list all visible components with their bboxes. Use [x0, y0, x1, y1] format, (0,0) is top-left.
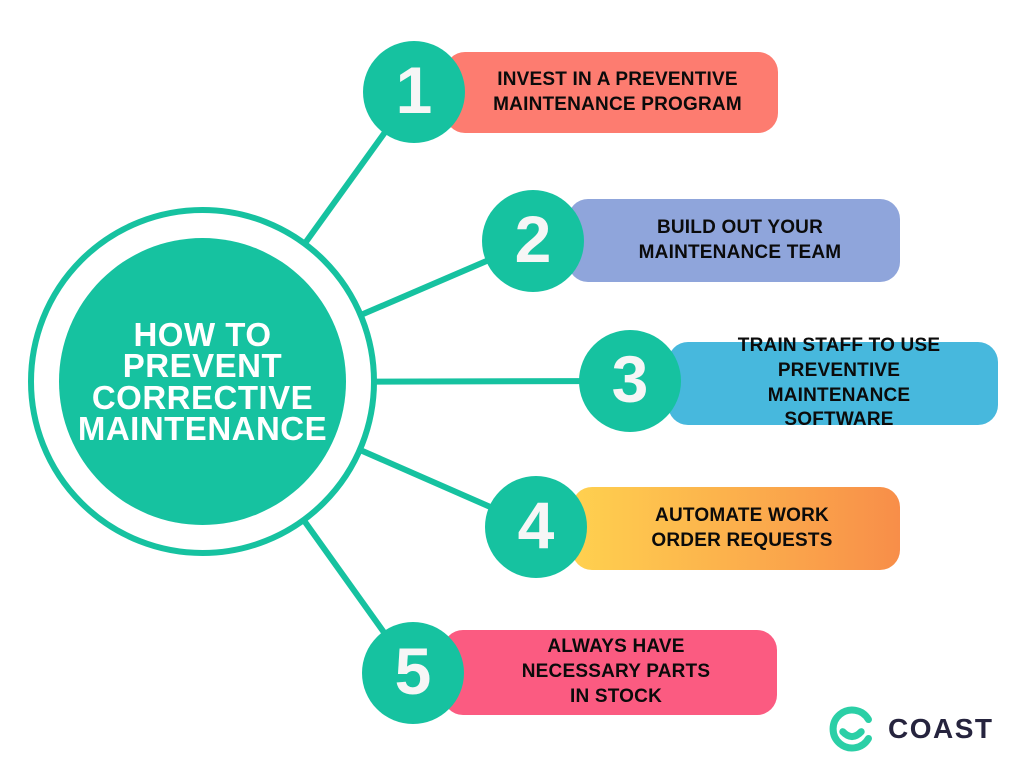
infographic-title: HOW TO PREVENT CORRECTIVE MAINTENANCE — [77, 315, 328, 447]
step-number-5: 5 — [394, 634, 432, 708]
step-label-2: BUILD OUT YOUR MAINTENANCE TEAM — [638, 216, 842, 263]
step-label-3: TRAIN STAFF TO USE PREVENTIVE MAINTENANC… — [737, 335, 941, 431]
step-badge-3: TRAIN STAFF TO USE PREVENTIVE MAINTENANC… — [668, 335, 998, 430]
coast-smile-icon — [829, 706, 872, 752]
step-badge-2: BUILD OUT YOUR MAINTENANCE TEAM — [568, 199, 900, 282]
step-badge-4: AUTOMATE WORK ORDER REQUESTS — [572, 487, 900, 570]
step-badge-1: INVEST IN A PREVENTIVE MAINTENANCE PROGR… — [445, 52, 778, 133]
step-number-3: 3 — [611, 342, 649, 416]
central-hub-inner-circle: HOW TO PREVENT CORRECTIVE MAINTENANCE — [59, 238, 346, 525]
step-number-1: 1 — [395, 53, 433, 127]
step-number-circle-3: 3 — [579, 330, 681, 432]
brand-name: COAST — [888, 713, 994, 744]
step-number-circle-5: 5 — [362, 622, 464, 724]
step-number-2: 2 — [514, 202, 552, 276]
brand-logo: COAST — [826, 703, 994, 755]
step-label-5: ALWAYS HAVE NECESSARY PARTS IN STOCK — [521, 636, 711, 707]
step-label-4: AUTOMATE WORK ORDER REQUESTS — [651, 504, 833, 551]
central-hub-circle: HOW TO PREVENT CORRECTIVE MAINTENANCE — [28, 207, 377, 556]
step-number-circle-4: 4 — [485, 476, 587, 578]
step-number-circle-2: 2 — [482, 190, 584, 292]
step-badge-5: ALWAYS HAVE NECESSARY PARTS IN STOCK — [443, 630, 777, 715]
step-label-1: INVEST IN A PREVENTIVE MAINTENANCE PROGR… — [493, 68, 742, 115]
step-number-circle-1: 1 — [363, 41, 465, 143]
step-number-4: 4 — [517, 488, 555, 562]
